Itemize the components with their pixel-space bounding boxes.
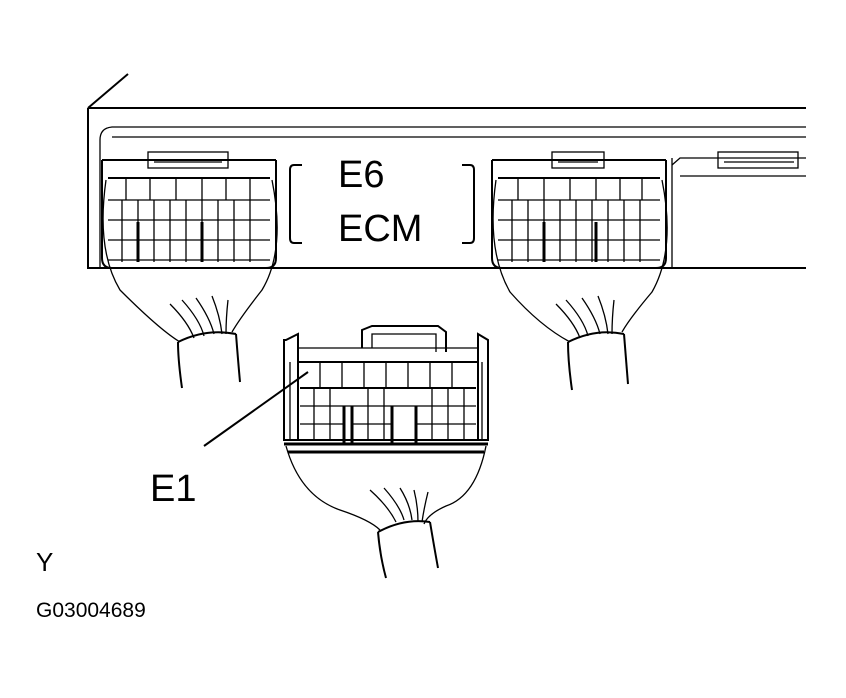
connector-e1-label: E1 (150, 468, 197, 510)
orientation-label: Y (36, 547, 54, 577)
e1-connector (283, 325, 489, 454)
right-wire-harness (492, 179, 668, 391)
e1-leader-line (203, 371, 309, 447)
ecm-label: ECM (338, 208, 423, 250)
left-ecm-connector (101, 151, 277, 269)
figure-code: G03004689 (36, 599, 146, 622)
left-wire-harness (102, 179, 278, 389)
ecm-label-bracket (289, 164, 475, 244)
connector-e6-label: E6 (338, 154, 385, 196)
ecm-housing (87, 73, 806, 269)
e1-wire-harness (285, 445, 487, 579)
right-ecm-connector (491, 151, 667, 269)
